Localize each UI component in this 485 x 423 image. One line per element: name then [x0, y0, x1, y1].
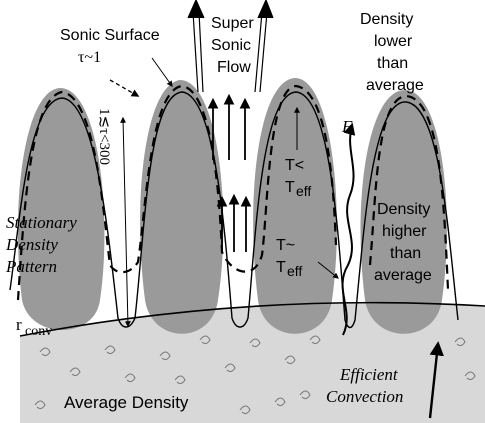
flux-label: F: [341, 117, 353, 136]
flow-label: Flow: [217, 59, 251, 76]
density-higher-1: Density: [377, 201, 430, 218]
t-sim-2: T: [276, 259, 286, 276]
sonic-label: Sonic: [211, 37, 251, 54]
flux-arrow: [341, 122, 356, 336]
super-label: Super: [211, 15, 254, 32]
r-conv-boundary: [19, 301, 485, 337]
sonic-surface-solid: [9, 91, 459, 329]
sonic-surface-pointer: [151, 57, 173, 87]
r-conv-label: r: [16, 315, 22, 334]
convection-arrow: [428, 341, 444, 419]
t-sim-1: T~: [276, 237, 295, 254]
turbulence-swirls: [34, 315, 476, 415]
t-less-1: T<: [285, 157, 304, 174]
t-less-sub: eff: [296, 183, 311, 199]
stationary-3: Pattern: [5, 257, 57, 276]
r-conv-sub: conv: [25, 324, 52, 339]
sonic-surface-label: Sonic Surface: [60, 27, 160, 44]
convection-zone: [20, 302, 485, 423]
efficient-label: Efficient: [339, 365, 399, 384]
plumes: [17, 78, 447, 334]
t-less-2: T: [285, 179, 295, 196]
density-lower-4: average: [366, 77, 424, 94]
density-lower-2: lower: [374, 33, 413, 50]
convection-label: Convection: [326, 387, 403, 406]
tau-range-arrow: [120, 116, 131, 328]
tau-1-label: τ~1: [78, 49, 101, 66]
t-sim-pointer: [317, 261, 339, 279]
supersonic-arrows: [187, 0, 274, 252]
t-sim-sub: eff: [287, 263, 302, 279]
stationary-1: Stationary: [6, 213, 77, 232]
tau1-pointer: [109, 79, 140, 97]
tau-1-dashed: [16, 84, 450, 301]
density-higher-2: higher: [382, 223, 427, 240]
average-density-label: Average Density: [64, 393, 189, 412]
density-lower-1: Density: [360, 11, 413, 28]
plume-3: [253, 78, 337, 334]
density-higher-4: average: [374, 267, 432, 284]
plume-2: [140, 80, 224, 334]
plume-1: [17, 88, 105, 330]
density-lower-3: than: [377, 55, 408, 72]
stationary-2: Density: [5, 235, 58, 254]
tau-range-label: 1≲τ<300: [96, 108, 112, 165]
density-higher-3: than: [390, 245, 421, 262]
plume-4: [360, 90, 447, 334]
